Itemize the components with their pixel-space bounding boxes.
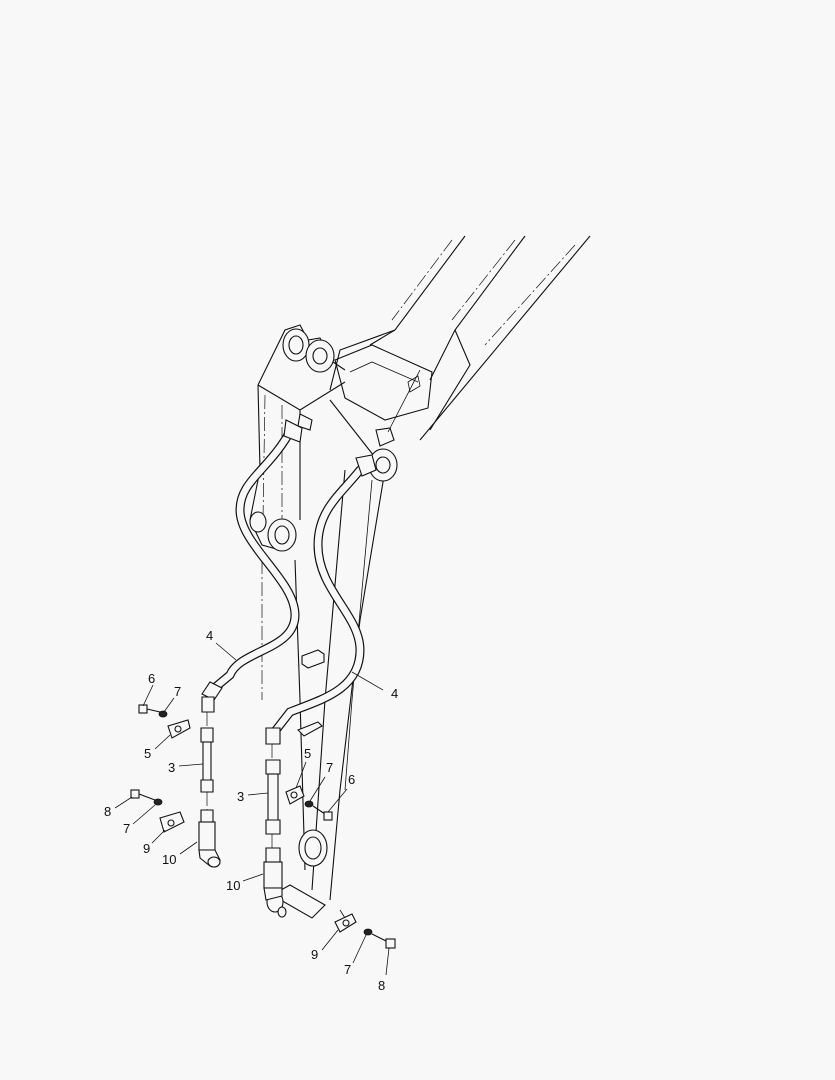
left-clamps-bolts [130, 704, 191, 833]
callout-6-right: 6 [348, 772, 355, 787]
hose-4-left [201, 413, 313, 701]
callout-7-left-lower: 7 [123, 821, 130, 836]
callout-5-left: 5 [144, 746, 151, 761]
callout-9-right: 9 [311, 947, 318, 962]
boom-structure [329, 235, 591, 441]
left-fitting-stack [198, 696, 221, 868]
callout-7-right-upper: 7 [326, 760, 333, 775]
callout-4-left: 4 [206, 628, 213, 643]
callout-5-right: 5 [304, 746, 311, 761]
callout-7-right-lower: 7 [344, 962, 351, 977]
callout-7-left-upper: 7 [174, 684, 181, 699]
callout-8-right: 8 [378, 978, 385, 993]
callout-10-right: 10 [226, 878, 240, 893]
right-fitting-stack [263, 744, 396, 949]
callout-4-right: 4 [391, 686, 398, 701]
callout-9-left: 9 [143, 841, 150, 856]
hose-4-right [265, 369, 421, 745]
callout-8-left: 8 [104, 804, 111, 819]
callout-10-left: 10 [162, 852, 176, 867]
callout-labels: 4 4 6 7 5 3 8 7 9 10 5 7 6 3 10 9 7 8 [104, 628, 398, 993]
callout-6-left: 6 [148, 671, 155, 686]
callout-3-left: 3 [168, 760, 175, 775]
callout-3-right: 3 [237, 789, 244, 804]
leader-lines [114, 642, 390, 976]
